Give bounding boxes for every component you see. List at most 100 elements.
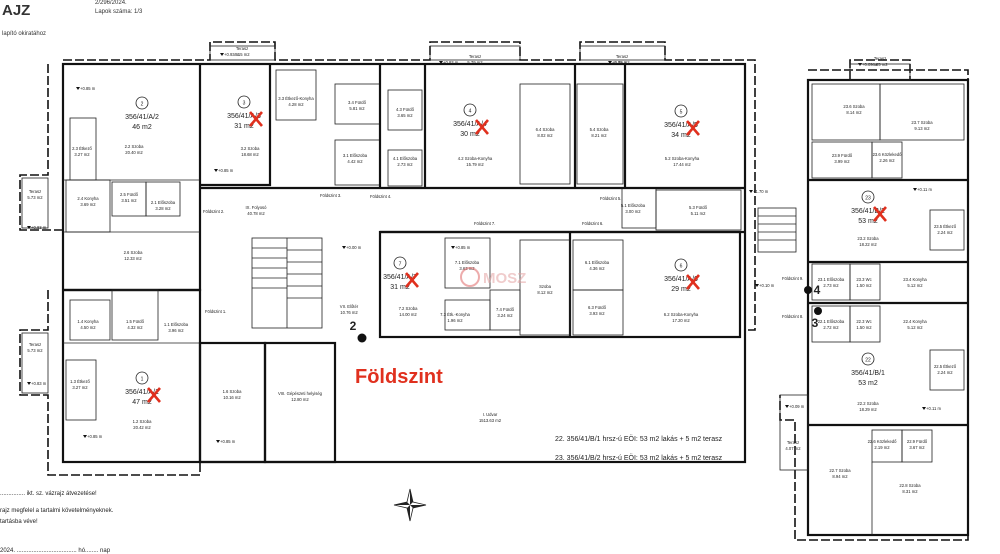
level-text: +0.85 m: [220, 439, 236, 444]
unit-number-circle: [861, 352, 875, 366]
room-label: 23.1 Előszoba: [818, 277, 845, 282]
room-label: Terasz: [787, 440, 799, 445]
room-label: Terasz: [29, 189, 41, 194]
unit-number-circle: [135, 96, 149, 110]
unit-number-circle: [237, 95, 251, 109]
unit-code: 356/41/A/6: [664, 276, 698, 283]
room-label: 6.1 Előszoba: [585, 260, 610, 265]
room-area: 5.12 m2: [907, 283, 923, 288]
floor-marker: Földszint 5.: [600, 196, 621, 201]
room-area: 1513.63 m2: [479, 418, 502, 423]
room-area: 3.24 m2: [497, 313, 513, 318]
room-label: 23.9 Fürdő: [832, 153, 853, 158]
unit-area: 47 m2: [132, 399, 152, 406]
level-marks: +0.93 m+0.85 m+0.83 m+0.93 m+0.85 m+0.09…: [27, 52, 941, 444]
room-area: 2.72 m2: [823, 325, 839, 330]
level-text: +0.85 m: [455, 245, 471, 250]
level-mark: +0.83 m: [27, 225, 47, 230]
room-area: 2.24 m2: [937, 230, 953, 235]
entry-numbers: 243: [350, 283, 821, 333]
room-area: 3.67 m2: [909, 445, 925, 450]
room-label: 2.4 Konyha: [77, 196, 99, 201]
room-area: 4.15 m2: [234, 52, 250, 57]
footer-line-2: rajz megfelel a tartalmi követelményekne…: [0, 508, 114, 514]
room-label: VIII. Gépészeti helyiség: [278, 391, 323, 396]
level-mark: +0.85 m: [83, 434, 103, 439]
unit-number: 6: [680, 264, 683, 270]
room-area: 18.68 m2: [241, 152, 259, 157]
room-label: 6.3 Fürdő: [588, 305, 607, 310]
room-label: 1.4 Konyha: [77, 319, 99, 324]
level-text: +0.11 m: [926, 406, 941, 411]
unit-area: 31 m2: [234, 123, 254, 130]
header-subtitle: lapító okiratához: [2, 31, 47, 37]
room-area: 3.93 m2: [589, 311, 605, 316]
room-label: Terasz: [236, 46, 248, 51]
room-area: 18.22 m2: [859, 242, 877, 247]
entry-number: 4: [814, 283, 821, 297]
level-text: +1.70 m: [753, 189, 769, 194]
room-label: 22.6 Közlekedő: [868, 439, 898, 444]
room-label: 7.1 Előszoba: [455, 260, 480, 265]
room-label: 3.3 Étkező-Konyha: [278, 96, 314, 101]
entry-point: [357, 333, 367, 343]
room-label: 23.4 Konyha: [903, 277, 927, 282]
floor-title: Földszint: [355, 366, 443, 388]
room-area: 3.28 m2: [155, 206, 171, 211]
level-text: +0.93 m: [224, 52, 240, 57]
room-area: 2.19 m2: [874, 445, 890, 450]
room-area: 4.65 m2: [872, 62, 888, 67]
footer-line-1: ............... ikt. sz. vázrajz átvezet…: [0, 491, 97, 497]
unit-number: 3: [243, 101, 246, 107]
level-mark: +0.93 m: [439, 60, 459, 65]
header-title: AJZ: [2, 2, 31, 19]
room-area: 18.29 m2: [859, 407, 877, 412]
level-mark: +1.70 m: [749, 189, 769, 194]
level-mark: +0.85 m: [214, 168, 234, 173]
legend-line-23: 23. 356/41/B/2 hrsz-ú EÖI: 53 m2 lakás +…: [555, 454, 723, 462]
cross-mark-icon: [873, 206, 887, 222]
unit-code: 356/41/A/7: [383, 274, 417, 281]
room-label: 1.3 Étkező: [70, 379, 90, 384]
unit-code: 356/41/A/4: [453, 121, 487, 128]
room-area: 14.00 m2: [399, 312, 417, 317]
level-text: +0.11 m: [917, 187, 932, 192]
room-label: IX. Folyosó: [246, 205, 268, 210]
room-label: 5.4 Szoba: [590, 127, 610, 132]
room-label: 2.2 Szoba: [125, 144, 145, 149]
watermark: MOSZ: [460, 267, 526, 287]
room-area: 4.32 m2: [127, 325, 143, 330]
level-mark: +0.11 m: [913, 187, 932, 192]
unit-area: 34 m2: [671, 132, 691, 139]
room-label: 1.2 Szoba: [133, 419, 153, 424]
cross-mark-icon: [249, 111, 263, 127]
room-area: 40.78 m2: [247, 211, 265, 216]
north-arrow-icon: [393, 488, 427, 522]
floor-markers: Földszint 2.Földszint 3.Földszint 4.Föld…: [203, 193, 803, 319]
room-label: Terasz: [469, 54, 481, 59]
unit-number-circle: [463, 103, 477, 117]
room-area: 5.81 m2: [349, 106, 365, 111]
